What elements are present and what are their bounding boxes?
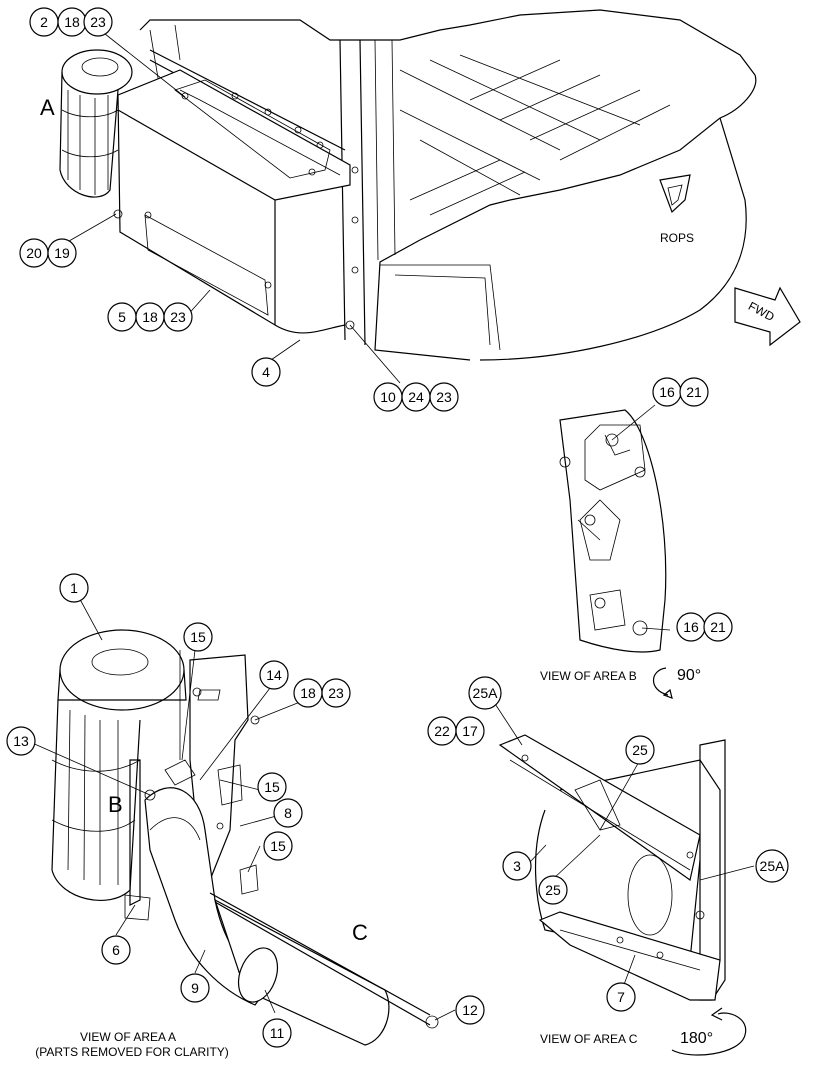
callout-15: 15 [183,622,213,652]
svg-text:25: 25 [632,742,648,758]
view-a-caption: VIEW OF AREA A [80,1030,176,1044]
rops-label: ROPS [660,231,694,245]
svg-text:5: 5 [118,309,126,325]
view-b-illustration [559,409,667,653]
view-a-caption-note: (PARTS REMOVED FOR CLARITY) [35,1045,229,1059]
callout-5: 5 [107,302,137,332]
area-c-letter: C [352,920,368,945]
svg-text:20: 20 [26,245,42,261]
svg-text:25A: 25A [473,685,499,701]
callout-16: 16 [676,612,706,642]
callout-20: 20 [19,238,49,268]
fwd-label: FWD [746,299,777,324]
svg-text:25: 25 [545,882,561,898]
rotation-arrow-90-icon [652,667,673,699]
callout-15: 15 [263,831,293,861]
callout-22: 22 [427,716,457,746]
callout-12: 12 [455,995,485,1025]
area-a-letter: A [40,95,55,120]
callouts: 2 18 23 20 19 5 18 23 4 10 24 23 16 21 1… [6,7,789,1048]
svg-text:15: 15 [190,629,206,645]
callout-25a: 25A [468,676,502,710]
svg-text:14: 14 [266,667,282,683]
rotation-90-label: 90° [677,667,701,684]
svg-text:2: 2 [40,14,48,30]
svg-text:15: 15 [264,779,280,795]
svg-text:7: 7 [617,989,625,1005]
area-b-letter: B [108,792,123,817]
svg-text:17: 17 [462,723,478,739]
callout-17: 17 [455,716,485,746]
callout-23: 23 [163,302,193,332]
callout-18: 18 [135,302,165,332]
callout-25: 25 [538,875,568,905]
svg-text:24: 24 [408,389,424,405]
svg-text:23: 23 [436,389,452,405]
svg-text:18: 18 [142,309,158,325]
callout-24: 24 [401,382,431,412]
svg-text:8: 8 [284,805,292,821]
svg-text:13: 13 [13,733,29,749]
svg-text:12: 12 [462,1002,478,1018]
svg-text:21: 21 [686,384,702,400]
svg-text:3: 3 [513,858,521,874]
callout-13: 13 [6,726,36,756]
view-c-caption: VIEW OF AREA C [540,1032,638,1046]
callout-11: 11 [262,1018,292,1048]
rotation-arrow-180-icon [671,1007,747,1056]
svg-text:23: 23 [328,685,344,701]
svg-text:16: 16 [683,619,699,635]
svg-text:19: 19 [54,245,70,261]
callout-9: 9 [180,973,210,1003]
svg-text:1: 1 [70,580,78,596]
callout-18: 18 [57,7,87,37]
svg-text:9: 9 [191,980,199,996]
svg-text:18: 18 [64,14,80,30]
view-b-caption: VIEW OF AREA B [540,669,637,683]
svg-text:15: 15 [270,838,286,854]
callout-14: 14 [259,660,289,690]
callout-21: 21 [679,377,709,407]
callout-21: 21 [703,612,733,642]
svg-text:4: 4 [262,364,270,380]
svg-text:10: 10 [380,389,396,405]
callout-6: 6 [101,935,131,965]
svg-text:6: 6 [112,942,120,958]
view-a-illustration [51,629,439,1046]
text-labels: A B C ROPS FWD VIEW OF AREA B 90° VIEW O… [35,95,777,1059]
svg-text:21: 21 [710,619,726,635]
callout-19: 19 [47,238,77,268]
svg-text:11: 11 [270,1025,285,1041]
callout-16: 16 [652,377,682,407]
callout-23: 23 [321,678,351,708]
svg-text:16: 16 [659,384,675,400]
svg-text:25A: 25A [760,858,786,874]
svg-text:22: 22 [434,723,450,739]
callout-23: 23 [83,7,113,37]
view-c-illustration [498,734,726,1001]
svg-text:23: 23 [90,14,106,30]
callout-1: 1 [59,573,89,603]
callout-8: 8 [273,798,303,828]
svg-text:23: 23 [170,309,186,325]
callout-2: 2 [29,7,59,37]
callout-25a: 25A [755,849,789,883]
callout-3: 3 [502,851,532,881]
callout-18: 18 [293,678,323,708]
callout-10: 10 [373,382,403,412]
leader-lines [29,29,755,1021]
top-assembly-illustration [59,9,801,361]
rotation-180-label: 180° [680,1030,713,1047]
callout-23: 23 [429,382,459,412]
callout-7: 7 [606,982,636,1012]
callout-25: 25 [625,735,655,765]
callout-15: 15 [257,772,287,802]
svg-text:18: 18 [300,685,316,701]
callout-4: 4 [251,357,281,387]
